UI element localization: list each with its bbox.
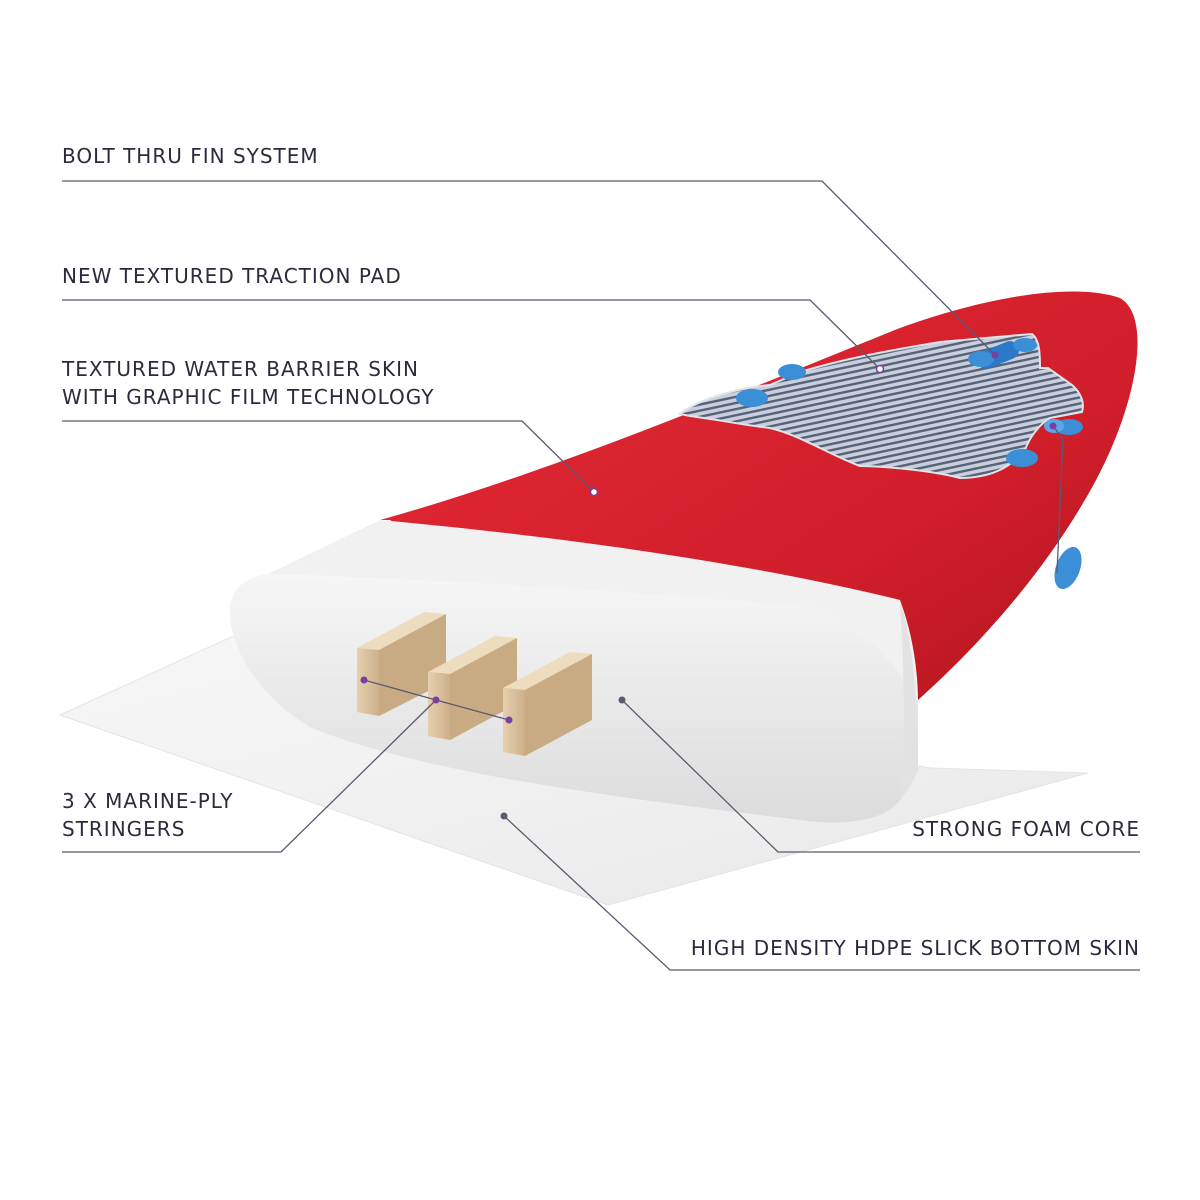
label-stringers-line1: 3 X MARINE-PLY xyxy=(62,789,234,813)
rail-fin-plug-icon xyxy=(1054,546,1082,590)
stringer-2 xyxy=(428,636,517,740)
label-traction-pad: NEW TEXTURED TRACTION PAD xyxy=(62,264,402,288)
leader-rail-fin xyxy=(1052,425,1064,574)
leader-lines xyxy=(62,180,1140,971)
leader-bottom-skin xyxy=(503,815,1140,971)
label-bottom-skin: HIGH DENSITY HDPE SLICK BOTTOM SKIN xyxy=(690,936,1140,960)
foam-core-top xyxy=(268,520,918,700)
anchor-dots xyxy=(360,351,1057,820)
foam-core-edge xyxy=(900,600,918,800)
leader-barrier-skin xyxy=(62,420,595,493)
label-foam-core: STRONG FOAM CORE xyxy=(912,817,1140,841)
leader-stringers xyxy=(62,699,437,853)
leader-traction-pad xyxy=(62,299,881,370)
label-barrier-skin-line1: TEXTURED WATER BARRIER SKIN xyxy=(62,357,419,381)
fin-plug-icon xyxy=(778,364,806,380)
label-barrier-skin: TEXTURED WATER BARRIER SKIN WITH GRAPHIC… xyxy=(62,355,434,411)
leader-fin-system xyxy=(62,180,996,356)
label-barrier-skin-line2: WITH GRAPHIC FILM TECHNOLOGY xyxy=(62,385,435,409)
fin-plug-icon xyxy=(736,389,768,407)
fin-plug-icon xyxy=(1013,338,1037,352)
label-stringers: 3 X MARINE-PLY STRINGERS xyxy=(62,787,233,843)
fin-plug-icon xyxy=(968,351,994,367)
stringer-3 xyxy=(503,652,592,756)
label-fin-system: BOLT THRU FIN SYSTEM xyxy=(62,144,319,168)
fin-plug-icon xyxy=(1006,449,1038,467)
label-stringers-line2: STRINGERS xyxy=(62,817,186,841)
leader-foam-core xyxy=(621,699,1140,853)
traction-pad xyxy=(677,332,1084,480)
stringers xyxy=(357,612,592,756)
